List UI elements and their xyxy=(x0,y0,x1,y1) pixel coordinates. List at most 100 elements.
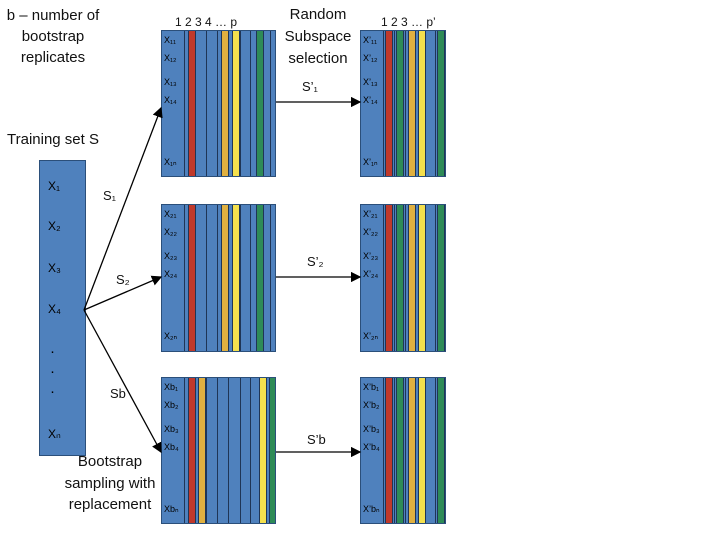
training-item-x1: X₁ xyxy=(48,179,61,193)
grid-column-line xyxy=(228,378,229,523)
selected-feature-stripe xyxy=(256,31,264,176)
row-label: X’₂ₙ xyxy=(363,331,379,341)
grid-column-line xyxy=(383,378,384,523)
row-label: X’₂₂ xyxy=(363,227,378,237)
row-label: X₂ₙ xyxy=(164,331,178,341)
row-label: X’₂₃ xyxy=(363,251,379,261)
training-ellipsis-3: · xyxy=(50,383,55,400)
row-label: Xb₃ xyxy=(164,424,179,434)
selected-feature-stripe xyxy=(188,205,196,351)
column-header-left: 1 2 3 4 … p xyxy=(175,15,238,29)
selected-feature-stripe xyxy=(418,31,426,176)
selected-feature-stripe xyxy=(408,205,416,351)
sample-label-s2: S₂ xyxy=(116,272,130,287)
grid-column-line xyxy=(240,31,241,176)
grid-column-line xyxy=(184,31,185,176)
sample-label-s1: S₁ xyxy=(103,188,117,203)
grid-column-line xyxy=(435,378,436,523)
grid-column-line xyxy=(405,378,406,523)
training-set-box: X₁ X₂ X₃ X₄ · · · Xₙ xyxy=(39,160,86,456)
grid-column-line xyxy=(184,205,185,351)
subspace-label-s1: S’₁ xyxy=(302,79,318,94)
row-label: X’₁₄ xyxy=(363,95,378,105)
training-item-x2: X₂ xyxy=(48,219,61,233)
training-set-title: Training set S xyxy=(7,131,99,148)
grid-column-line xyxy=(206,205,207,351)
grid-column-line xyxy=(217,31,218,176)
grid-column-line xyxy=(405,31,406,176)
grid-column-line xyxy=(405,205,406,351)
selected-feature-stripe xyxy=(232,205,240,351)
grid-column-line xyxy=(250,378,251,523)
selected-feature-stripe xyxy=(259,378,267,523)
row-label: X₁₁ xyxy=(164,35,177,45)
selected-feature-stripe xyxy=(396,31,404,176)
b-replicates-label: b – number of bootstrap replicates xyxy=(6,7,100,66)
grid-column-line xyxy=(206,31,207,176)
training-item-xn: Xₙ xyxy=(48,427,61,441)
bootstrap-matrix-b: Xb₁ Xb₂ Xb₃ Xb₄ Xbₙ xyxy=(161,377,276,524)
selected-feature-stripe xyxy=(221,205,229,351)
row-label: X₂₂ xyxy=(164,227,177,237)
selected-feature-stripe xyxy=(418,378,426,523)
row-label: X₂₃ xyxy=(164,251,178,261)
grid-column-line xyxy=(250,31,251,176)
row-label: X’₂₄ xyxy=(363,269,379,279)
selected-feature-stripe xyxy=(256,205,264,351)
selected-feature-stripe xyxy=(396,378,404,523)
subspace-matrix-b: X’b₁ X’b₂ X’b₃ X’b₄ X’bₙ xyxy=(360,377,446,524)
selected-feature-stripe xyxy=(408,378,416,523)
row-label: Xb₁ xyxy=(164,382,179,392)
selected-feature-stripe xyxy=(437,31,445,176)
training-item-x4: X₄ xyxy=(48,302,61,316)
selected-feature-stripe xyxy=(418,205,426,351)
selected-feature-stripe xyxy=(188,31,196,176)
selected-feature-stripe xyxy=(408,31,416,176)
grid-column-line xyxy=(250,205,251,351)
arrow-to-sample-2 xyxy=(83,275,163,311)
selected-feature-stripe xyxy=(385,378,393,523)
row-label: X’b₂ xyxy=(363,400,380,410)
grid-column-line xyxy=(383,205,384,351)
row-label: Xb₂ xyxy=(164,400,179,410)
row-label: X₁₃ xyxy=(164,77,177,87)
row-label: X’₁₁ xyxy=(363,35,378,45)
grid-column-line xyxy=(240,205,241,351)
training-item-x3: X₃ xyxy=(48,261,61,275)
grid-column-line xyxy=(383,31,384,176)
training-ellipsis-1: · xyxy=(50,343,55,360)
row-label: X’b₃ xyxy=(363,424,380,434)
row-label: X₂₄ xyxy=(164,269,178,279)
row-label: X’₁₃ xyxy=(363,77,378,87)
row-label: X’b₄ xyxy=(363,442,380,452)
selected-feature-stripe xyxy=(188,378,196,523)
row-label: X₁₄ xyxy=(164,95,177,105)
random-subspace-label: Random Subspace selection xyxy=(284,6,352,67)
row-label: X₁₂ xyxy=(164,53,177,63)
arrow-to-sample-b xyxy=(83,309,162,454)
selected-feature-stripe xyxy=(437,205,445,351)
selected-feature-stripe xyxy=(232,31,240,176)
row-label: X’₁ₙ xyxy=(363,157,378,167)
grid-column-line xyxy=(217,205,218,351)
row-label: Xbₙ xyxy=(164,504,179,514)
selected-feature-stripe xyxy=(221,31,229,176)
row-label: X’b₁ xyxy=(363,382,380,392)
grid-column-line xyxy=(240,378,241,523)
arrow-to-sample-1 xyxy=(83,106,163,311)
grid-column-line xyxy=(206,378,207,523)
sample-label-sb: Sb xyxy=(110,386,126,401)
selected-feature-stripe xyxy=(198,378,206,523)
row-label: Xb₄ xyxy=(164,442,179,452)
grid-column-line xyxy=(217,378,218,523)
row-label: X’bₙ xyxy=(363,504,380,514)
column-header-right: 1 2 3 … p’ xyxy=(381,15,436,29)
grid-column-line xyxy=(270,205,271,351)
grid-column-line xyxy=(270,31,271,176)
